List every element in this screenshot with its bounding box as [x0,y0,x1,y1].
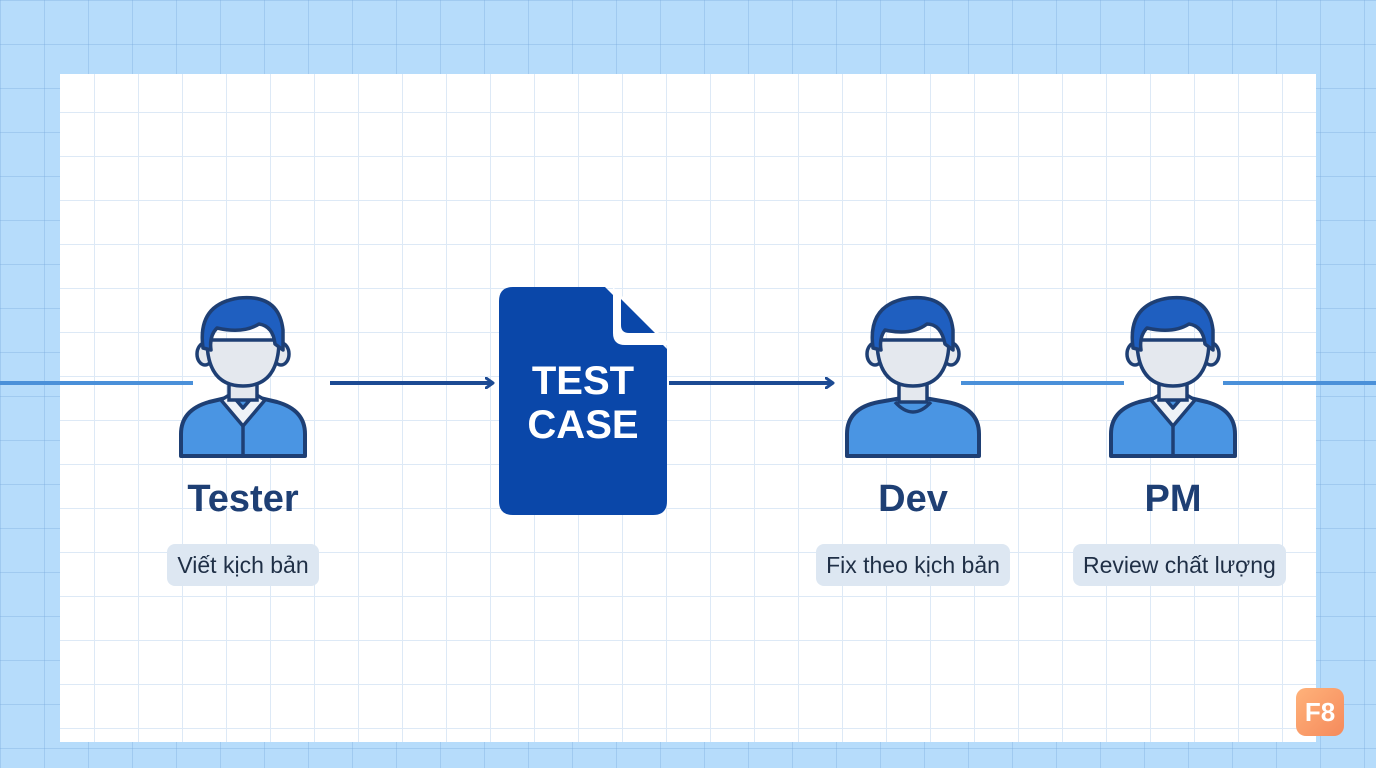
person-with-collar-icon [179,295,307,458]
f8-logo-badge: F8 [1296,688,1344,736]
person-with-collar-icon [1109,295,1237,458]
test-case-document: TEST CASE [497,285,669,517]
diagram-panel [60,74,1316,742]
actor-name: Tester [187,478,299,520]
actor-task-badge: Fix theo kịch bản [816,544,1010,586]
document-icon [499,287,667,515]
actor-tester: Tester Viết kịch bản [143,294,343,586]
actor-name: Dev [878,478,948,520]
actor-task-badge: Review chất lượng [1073,544,1286,586]
actor-name: PM [1144,478,1202,520]
actor-dev: Dev Fix theo kịch bản [813,294,1013,586]
actor-task-badge: Viết kịch bản [167,544,319,586]
document-label: TEST CASE [497,359,669,447]
person-icon [845,295,981,458]
document-label-line1: TEST [531,359,635,403]
actor-pm: PM Review chất lượng [1073,294,1286,586]
document-label-line2: CASE [527,403,639,447]
